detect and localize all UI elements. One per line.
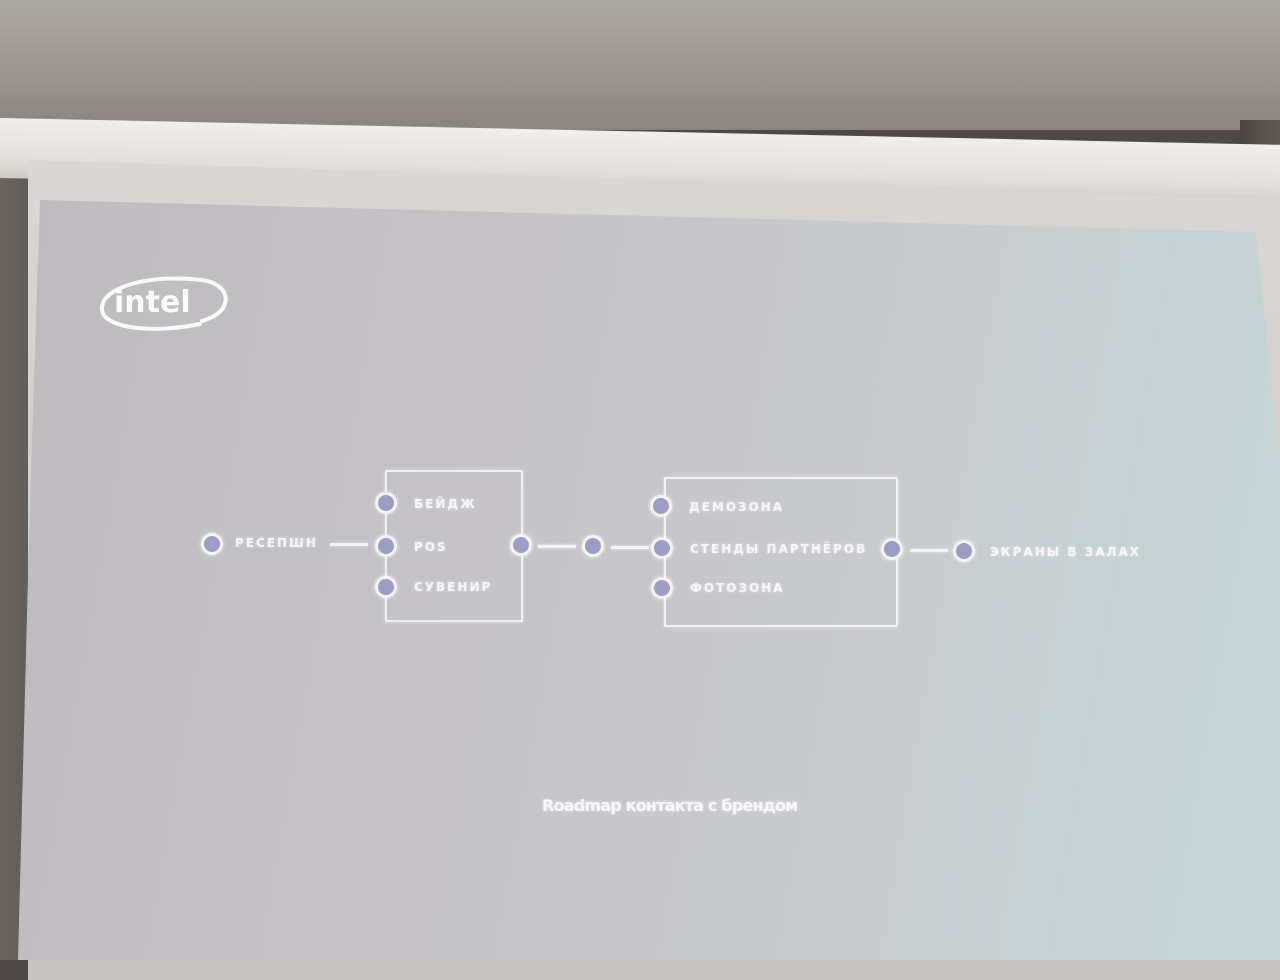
node-photozone [651, 577, 673, 599]
node-pos [375, 535, 397, 557]
label-photozone: ФОТОЗОНА [690, 581, 785, 595]
node-partner-stands [651, 537, 673, 559]
node-badge [375, 492, 397, 514]
intel-logo-text: intel [114, 285, 191, 320]
label-partner-stands: СТЕНДЫ ПАРТНЁРОВ [690, 542, 868, 556]
node-demozone [650, 495, 672, 517]
label-reception: РЕСЕПШН [235, 536, 318, 550]
node-souvenir [375, 576, 397, 598]
node-hall-screens [953, 540, 975, 562]
label-souvenir: СУВЕНИР [414, 580, 493, 594]
node-group1-exit [510, 534, 532, 556]
connector-4 [910, 549, 948, 552]
ceiling [0, 0, 1280, 130]
group-box-1 [385, 470, 523, 622]
connector-2 [538, 545, 576, 548]
node-reception [201, 533, 223, 555]
label-demozone: ДЕМОЗОНА [689, 500, 785, 514]
label-hall-screens: ЭКРАНЫ В ЗАЛАХ [990, 545, 1141, 559]
projected-slide [18, 200, 1280, 960]
label-pos: POS [414, 540, 448, 554]
connector-3 [611, 546, 649, 549]
intel-logo-icon: intel [100, 276, 228, 331]
node-group2-exit [881, 538, 903, 560]
connector-1 [330, 543, 368, 546]
node-middle [582, 535, 604, 557]
slide-caption: Roadmap контакта с брендом [542, 796, 798, 815]
label-badge: БЕЙДЖ [414, 497, 477, 511]
